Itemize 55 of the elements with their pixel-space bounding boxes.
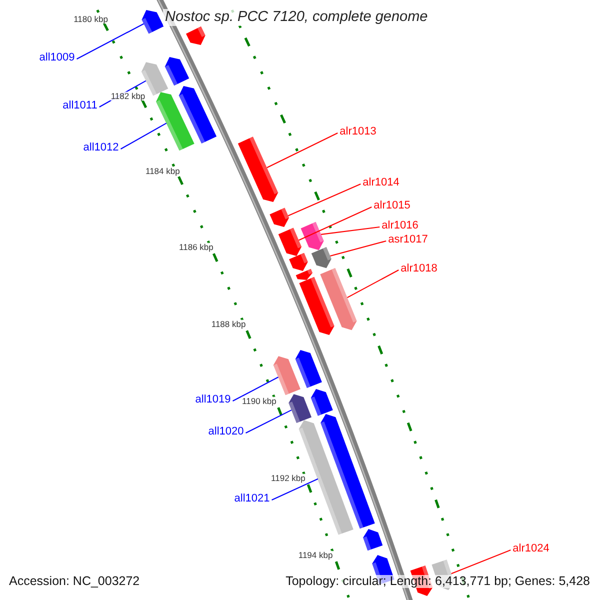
gene-feature	[310, 389, 333, 416]
scale-label: 1182 kbp	[110, 92, 146, 100]
scale-label: 1186 kbp	[179, 242, 214, 252]
gene-feature	[289, 252, 308, 272]
gene-label: alr1024	[512, 544, 550, 554]
gene-feature	[295, 350, 322, 388]
gene-feature	[311, 246, 332, 268]
scale-label: 1184 kbp	[145, 166, 180, 176]
gene-feature	[320, 268, 357, 330]
gene-feature	[296, 268, 312, 280]
gene-label: alr1015	[374, 200, 410, 212]
gene-label: all1021	[234, 494, 270, 504]
gene-feature	[278, 228, 302, 256]
gene-label: all1012	[83, 142, 119, 154]
gene-label: all1009	[39, 52, 75, 64]
scale-label: 1194 kbp	[298, 550, 333, 560]
gene-feature	[186, 26, 206, 46]
scale-label: 1192 kbp	[271, 474, 306, 482]
title: Nostoc sp. PCC 7120, complete genome	[163, 9, 430, 26]
gene-label: asr1017	[388, 234, 428, 246]
gene-feature	[363, 529, 383, 551]
leader-line	[330, 240, 386, 257]
leader-line	[246, 410, 292, 434]
gene-feature	[164, 57, 190, 86]
leader-line	[298, 206, 372, 241]
leader-line	[120, 122, 167, 150]
leader-line	[347, 270, 399, 298]
gene-label: all1011	[62, 100, 98, 112]
gene-feature	[142, 10, 164, 34]
gene-feature	[320, 414, 375, 529]
gene-feature	[299, 276, 334, 336]
gene-label: all1019	[195, 394, 231, 406]
gene-feature	[238, 136, 278, 202]
gene-feature	[270, 208, 290, 228]
gene-label: alr1016	[382, 220, 418, 232]
leader-line	[266, 132, 338, 168]
leader-line	[76, 23, 144, 60]
gene-label: all1020	[208, 426, 244, 438]
gene-feature	[300, 222, 324, 250]
gene-feature	[288, 394, 312, 424]
gene-label: alr1013	[340, 126, 376, 138]
scale-label: 1190 kbp	[242, 396, 276, 406]
leader-line	[272, 478, 318, 500]
leader-line	[288, 184, 361, 216]
leader-line	[232, 376, 279, 402]
gene-label: alr1018	[400, 264, 438, 274]
scale-label: 1180 kbp	[74, 14, 108, 24]
gene-feature	[273, 356, 300, 396]
accession-text: Accession: NC_003272	[9, 575, 140, 588]
leader-line	[321, 226, 380, 235]
gene-feature	[156, 92, 194, 151]
leader-line	[451, 549, 511, 574]
scale-label: 1188 kbp	[211, 320, 246, 328]
gene-feature	[178, 86, 217, 144]
gene-label: alr1014	[362, 178, 400, 188]
